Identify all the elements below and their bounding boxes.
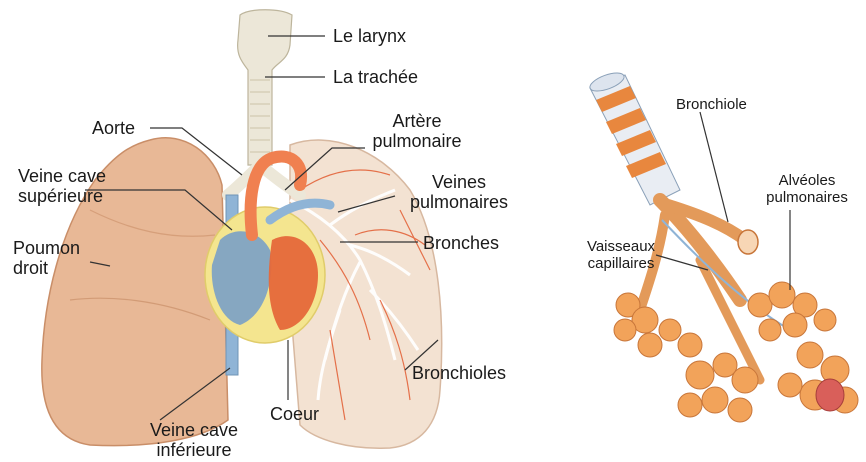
- label-pulmonary-veins-line2: pulmonaires: [394, 192, 524, 212]
- label-pulmonary-artery: Artère pulmonaire: [362, 111, 472, 151]
- label-pulmonary-alveoli: Alvéoles pulmonaires: [752, 172, 862, 206]
- label-pulmonary-artery-line1: Artère: [362, 111, 472, 131]
- label-pulmonary-veins-line1: Veines: [394, 172, 524, 192]
- label-capillaries-line1: Vaisseaux: [580, 238, 662, 255]
- label-heart: Coeur: [270, 404, 319, 424]
- label-capillaries-line2: capillaires: [580, 255, 662, 272]
- label-bronchi: Bronches: [423, 233, 499, 253]
- label-pulmonary-alveoli-line2: pulmonaires: [752, 189, 862, 206]
- label-superior-vena-cava-line1: Veine cave: [18, 166, 106, 186]
- label-right-lung-line2: droit: [13, 258, 80, 278]
- label-trachea: La trachée: [333, 67, 418, 87]
- label-right-lung: Poumon droit: [13, 238, 80, 278]
- bronchiole-tube: [588, 69, 680, 205]
- label-capillaries: Vaisseaux capillaires: [580, 238, 662, 272]
- label-aorta: Aorte: [92, 118, 135, 138]
- label-pulmonary-alveoli-line1: Alvéoles: [752, 172, 862, 189]
- label-bronchiole: Bronchiole: [676, 96, 747, 113]
- label-superior-vena-cava: Veine cave supérieure: [18, 166, 106, 206]
- label-inferior-vena-cava-line2: inférieure: [134, 440, 254, 460]
- label-pulmonary-artery-line2: pulmonaire: [362, 131, 472, 151]
- trachea-shape: [238, 10, 292, 165]
- label-superior-vena-cava-line2: supérieure: [18, 186, 106, 206]
- label-right-lung-line1: Poumon: [13, 238, 80, 258]
- label-inferior-vena-cava-line1: Veine cave: [134, 420, 254, 440]
- label-inferior-vena-cava: Veine cave inférieure: [134, 420, 254, 460]
- label-pulmonary-veins: Veines pulmonaires: [394, 172, 524, 212]
- label-larynx: Le larynx: [333, 26, 406, 46]
- label-bronchioles: Bronchioles: [412, 363, 506, 383]
